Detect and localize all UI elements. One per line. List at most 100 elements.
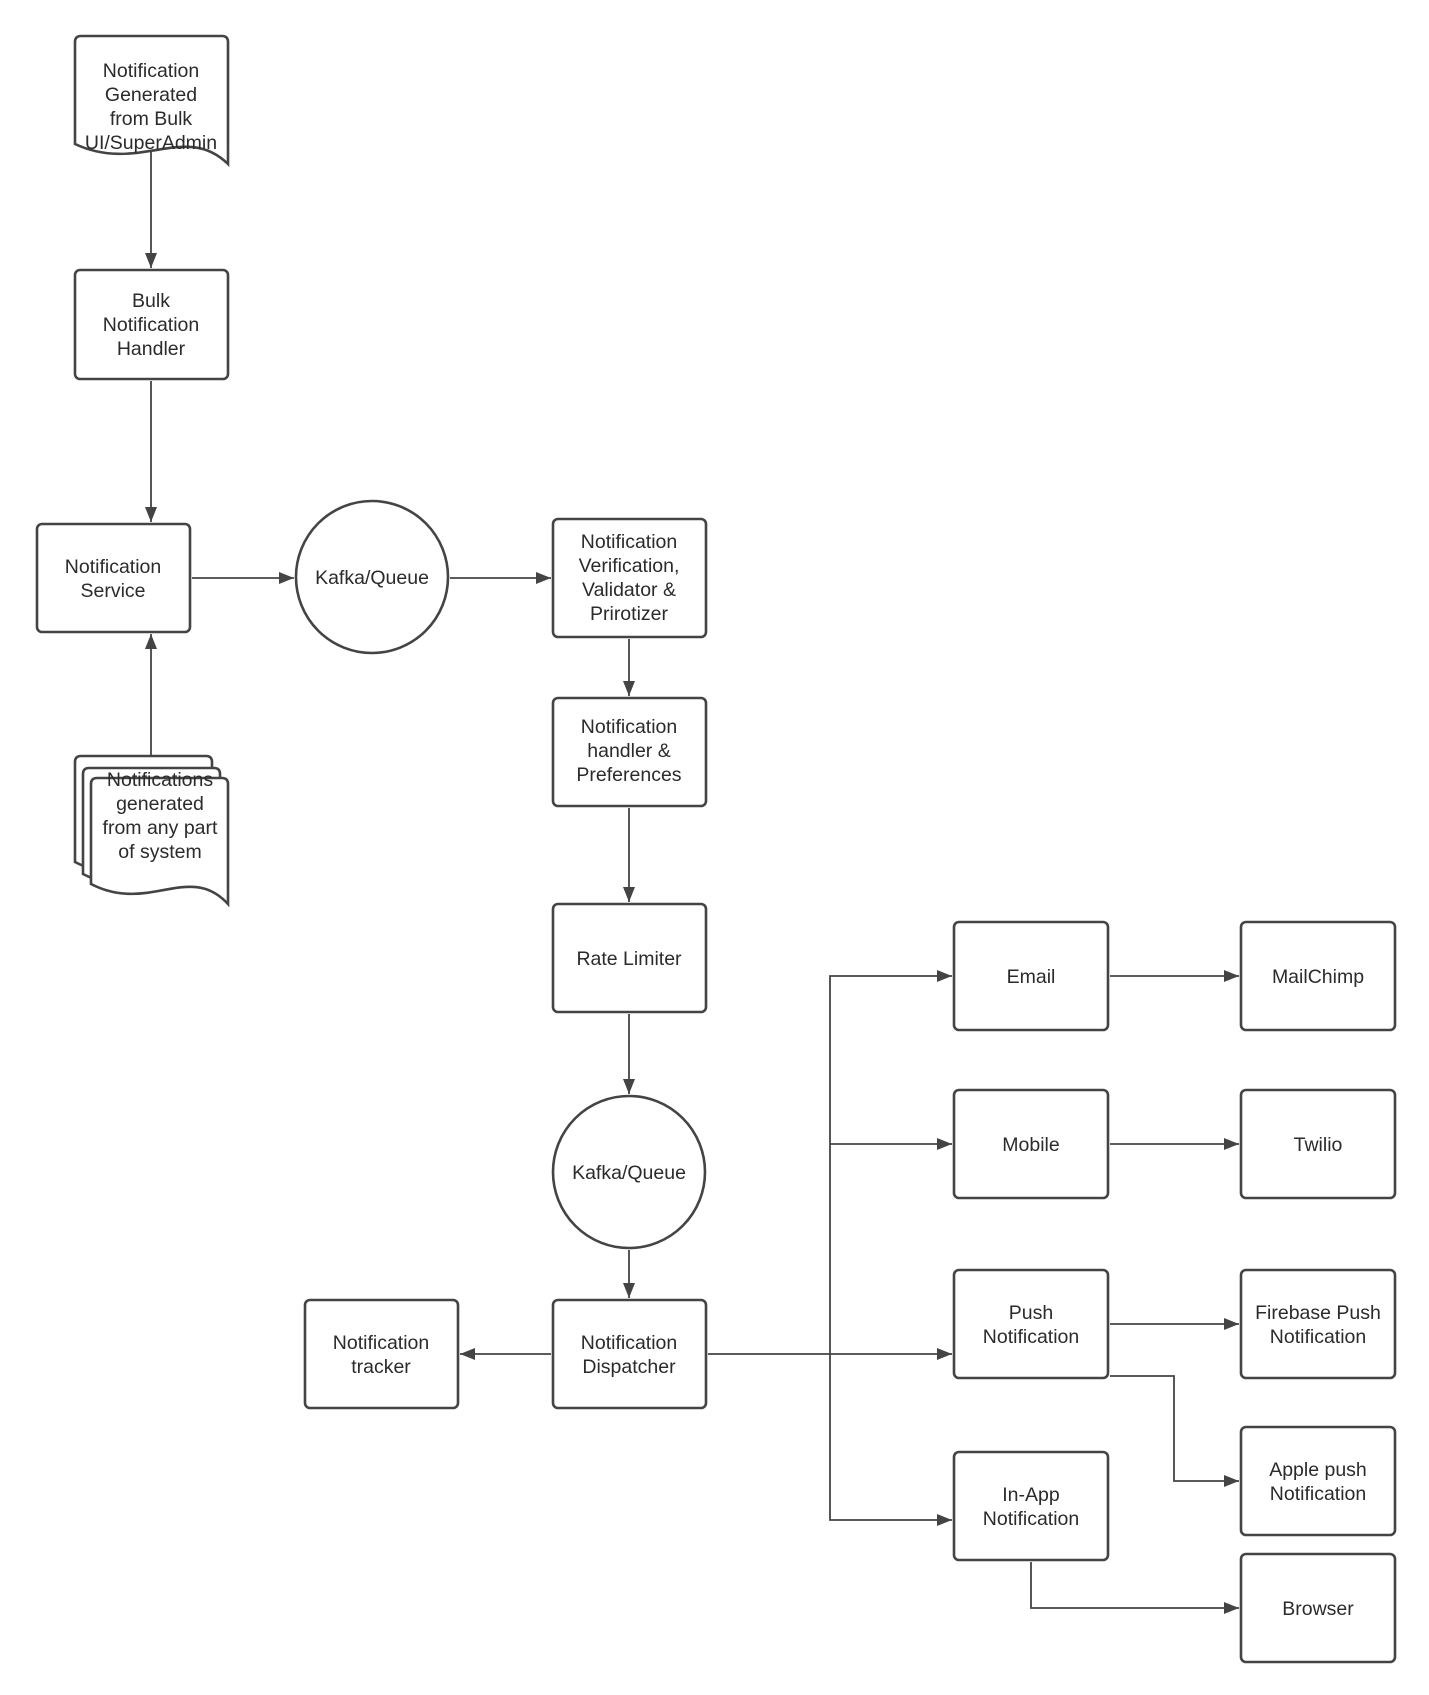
node-bulk-handler-box	[73, 268, 230, 381]
node-bulk-source-label-line-1: Notification	[103, 60, 199, 82]
edge-email-to-mailchimp	[1110, 970, 1239, 982]
node-mailchimp-label-line-1: MailChimp	[1272, 966, 1364, 988]
node-email: Email	[952, 920, 1110, 1032]
edge-push-to-firebase	[1110, 1318, 1239, 1330]
edge-kafka-queue-1-to-verifier	[450, 572, 551, 584]
edge-dispatcher-to-push	[830, 1348, 952, 1360]
node-dispatcher-label-line-2: Dispatcher	[582, 1356, 676, 1378]
edge-bulk-handler-to-notification-service-arrowhead	[145, 507, 157, 522]
node-handler-prefs-label-line-1: Notification	[581, 716, 677, 738]
node-rate-limiter-label-line-1: Rate Limiter	[576, 948, 682, 970]
edge-mobile-to-twilio-arrowhead	[1224, 1138, 1239, 1150]
node-tracker-label-line-1: Notification	[333, 1332, 429, 1354]
edge-system-sources-to-notification-service-arrowhead	[145, 634, 157, 649]
node-system-sources-label-line-1: Notifications	[107, 769, 213, 791]
edge-dispatcher-to-tracker	[460, 1348, 551, 1360]
node-verifier-label-line-4: Prirotizer	[590, 603, 669, 625]
edge-handler-prefs-to-rate-limiter	[623, 808, 635, 902]
node-tracker-box	[303, 1298, 460, 1410]
edge-push-to-apple-push	[1110, 1375, 1239, 1487]
edge-push-to-apple-push-arrowhead	[1224, 1475, 1239, 1487]
node-browser-label-line-1: Browser	[1282, 1598, 1354, 1620]
edge-system-sources-to-notification-service	[145, 634, 157, 756]
edge-push-to-apple-push-line	[1110, 1375, 1239, 1482]
node-browser: Browser	[1239, 1552, 1397, 1664]
edge-handler-prefs-to-rate-limiter-arrowhead	[623, 887, 635, 902]
node-bulk-handler-label-line-1: Bulk	[132, 290, 170, 312]
edge-dispatcher-to-tracker-arrowhead	[460, 1348, 475, 1360]
edges-layer	[145, 152, 1239, 1614]
node-dispatcher-label-line-1: Notification	[581, 1332, 677, 1354]
edge-dispatcher-to-in-app-arrowhead	[937, 1514, 952, 1526]
node-bulk-source-label-line-3: from Bulk	[110, 108, 193, 130]
edge-dispatcher-to-email-arrowhead	[937, 970, 952, 982]
node-kafka-queue-2: Kafka/Queue	[551, 1094, 707, 1250]
node-bulk-source-label-line-4: UI/SuperAdmin	[85, 132, 217, 154]
edge-verifier-to-handler-prefs	[623, 639, 635, 696]
edge-notification-service-to-kafka-queue-1	[192, 572, 294, 584]
edge-bulk-source-to-bulk-handler	[145, 152, 157, 268]
node-bulk-handler-label-line-2: Notification	[103, 314, 199, 336]
node-verifier-label-line-2: Verification,	[579, 555, 680, 577]
node-firebase-label-line-2: Notification	[1270, 1326, 1366, 1348]
node-push-label-line-1: Push	[1009, 1302, 1053, 1324]
node-system-sources-label-line-4: of system	[118, 841, 201, 863]
node-mobile-box	[952, 1088, 1110, 1200]
node-handler-prefs-label-line-2: handler &	[587, 740, 670, 762]
node-kafka-queue-1: Kafka/Queue	[294, 499, 450, 655]
edge-dispatcher-to-in-app	[829, 1354, 952, 1526]
node-verifier-label-line-3: Validator &	[582, 579, 676, 601]
node-handler-prefs-label-line-3: Preferences	[576, 764, 681, 786]
node-kafka-queue-2-label-line-1: Kafka/Queue	[572, 1162, 686, 1184]
node-kafka-queue-1-label-line-1: Kafka/Queue	[315, 567, 429, 589]
node-apple-push-label-line-1: Apple push	[1269, 1459, 1367, 1481]
edge-kafka-queue-2-to-dispatcher-arrowhead	[623, 1283, 635, 1298]
node-rate-limiter-box	[551, 902, 708, 1014]
node-in-app-label-line-2: Notification	[983, 1508, 1079, 1530]
node-twilio-box	[1239, 1088, 1397, 1200]
edge-bulk-source-to-bulk-handler-arrowhead	[145, 253, 157, 268]
edge-dispatcher-to-email	[708, 970, 952, 1355]
node-bulk-handler-label-line-3: Handler	[117, 338, 186, 360]
edge-in-app-to-browser-arrowhead	[1224, 1602, 1239, 1614]
node-mailchimp: MailChimp	[1239, 920, 1397, 1032]
edge-mobile-to-twilio	[1110, 1138, 1239, 1150]
node-system-sources-label-line-3: from any part	[103, 817, 218, 839]
node-notification-service-box	[35, 522, 192, 634]
edge-dispatcher-to-email-line	[708, 975, 952, 1355]
node-verifier-label-line-1: Notification	[581, 531, 677, 553]
edge-dispatcher-to-mobile	[830, 1138, 952, 1150]
node-bulk-source-document-shape	[73, 34, 230, 168]
node-in-app-box	[952, 1450, 1110, 1562]
node-tracker-label-line-2: tracker	[351, 1356, 411, 1378]
node-notification-service-label-line-2: Service	[80, 580, 145, 602]
edge-in-app-to-browser-line	[1030, 1562, 1239, 1609]
node-push-label-line-2: Notification	[983, 1326, 1079, 1348]
node-apple-push-label-line-2: Notification	[1270, 1483, 1366, 1505]
edge-rate-limiter-to-kafka-queue-2	[623, 1014, 635, 1094]
edge-dispatcher-to-in-app-line	[829, 1354, 952, 1521]
node-system-sources-page-3	[89, 776, 230, 908]
edge-rate-limiter-to-kafka-queue-2-arrowhead	[623, 1079, 635, 1094]
node-mailchimp-box	[1239, 920, 1397, 1032]
node-system-sources-label-line-2: generated	[116, 793, 204, 815]
edge-kafka-queue-2-to-dispatcher	[623, 1250, 635, 1298]
node-twilio-label-line-1: Twilio	[1294, 1134, 1343, 1156]
edge-email-to-mailchimp-arrowhead	[1224, 970, 1239, 982]
node-mobile: Mobile	[952, 1088, 1110, 1200]
edge-notification-service-to-kafka-queue-1-arrowhead	[279, 572, 294, 584]
node-kafka-queue-2-circle	[551, 1094, 707, 1250]
